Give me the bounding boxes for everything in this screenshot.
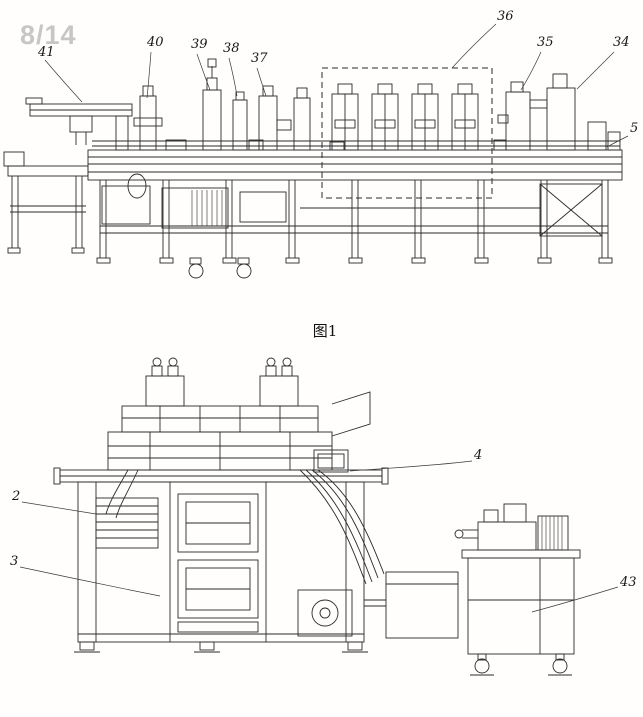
ref-label-41: 41 <box>37 45 55 60</box>
ref-label-40: 40 <box>146 35 164 50</box>
figure2-drawing <box>19 357 619 676</box>
figure1-caption: 图1 <box>313 322 338 340</box>
ref-label-3: 3 <box>10 554 18 569</box>
figure2-cables <box>105 469 385 585</box>
figure2-transfer-box <box>364 571 459 639</box>
ref-label-5: 5 <box>630 121 638 136</box>
ref-label-37: 37 <box>251 51 268 66</box>
ref-label-2: 2 <box>11 489 20 504</box>
ref-label-39: 39 <box>191 37 208 52</box>
figure1-left-table <box>3 151 89 254</box>
ref-label-34: 34 <box>613 35 630 50</box>
figure1-stations <box>133 58 621 151</box>
ref-label-35: 35 <box>537 35 554 50</box>
figure1-labels: 41 40 39 38 37 36 35 34 5 <box>37 9 638 136</box>
figure2-hydraulic-cart <box>454 503 581 676</box>
figure1-under-table-units <box>101 173 603 237</box>
page-watermark: 8/14 <box>20 20 77 50</box>
figure1-leader-lines <box>44 23 629 148</box>
figure1-dashed-region <box>321 67 493 199</box>
ref-label-38: 38 <box>223 41 240 56</box>
figure2-labels: 4 2 3 43 <box>10 448 637 590</box>
ref-label-4: 4 <box>473 448 482 463</box>
figure2-leader-lines <box>19 460 619 613</box>
ref-label-36: 36 <box>497 9 514 24</box>
figure1-main-frame <box>87 140 623 264</box>
figure1-drawing <box>3 23 629 279</box>
figure2-interior <box>95 493 353 637</box>
ref-label-43: 43 <box>619 575 637 590</box>
figure1-loader-arm <box>25 97 133 151</box>
figure2-head-assembly <box>107 357 371 473</box>
figure1-casters <box>188 257 252 279</box>
figure2-main-frame <box>74 481 368 653</box>
